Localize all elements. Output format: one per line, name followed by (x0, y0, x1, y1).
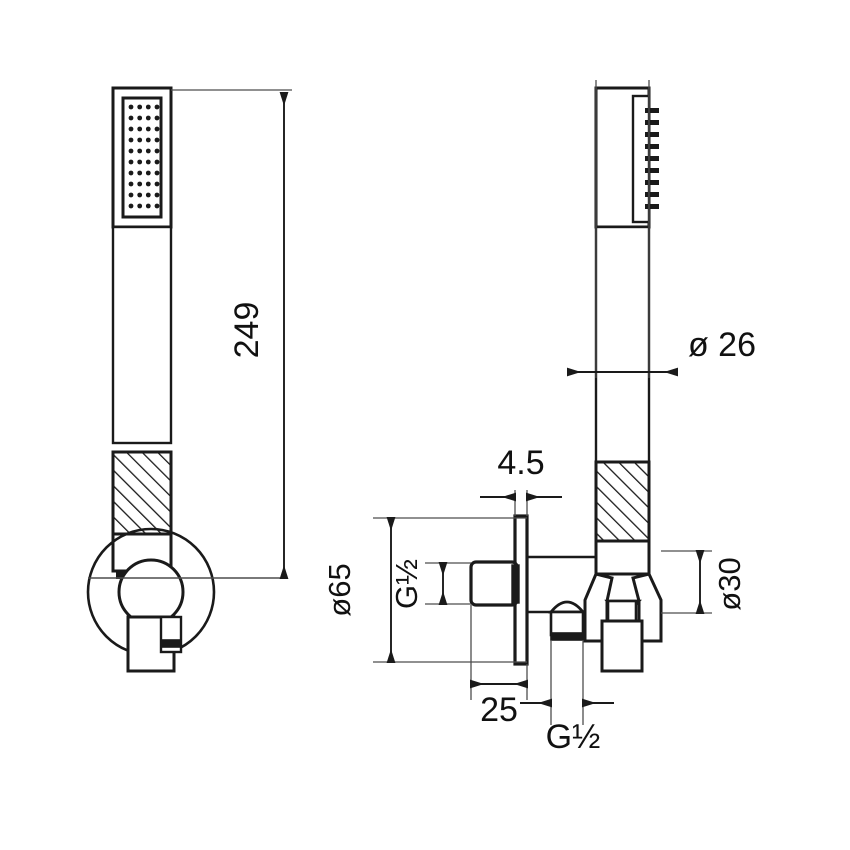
side-view-group: ø 26 4.5 ø65 G½ 25 (322, 80, 756, 756)
dimension-label-escutcheon-diameter: ø65 (322, 563, 357, 616)
handshower-side-outline (594, 86, 651, 464)
dimension-label-inlet-thread: G½ (389, 559, 424, 609)
wall-bracket-front (86, 527, 216, 673)
spray-face-front (121, 96, 163, 219)
nozzle-dot-grid (128, 104, 160, 209)
dimension-label-plate-thickness: 4.5 (497, 444, 544, 482)
dimension-label-head-diameter: ø 26 (688, 326, 756, 364)
grip-hatched-side (594, 460, 651, 576)
lower-outlet-dome-side (548, 600, 586, 641)
dimension-label-holder-diameter: ø30 (712, 557, 747, 610)
dimension-label-overall-length: 249 (228, 302, 266, 359)
grip-hatched-front (111, 450, 173, 536)
nozzle-pips-side (645, 108, 659, 209)
dimension-label-outlet-thread: G½ (546, 718, 601, 756)
outlet-nub-side (600, 599, 644, 673)
dimension-label-body-projection: 25 (480, 691, 518, 729)
front-view-group: 249 (86, 86, 292, 673)
valve-handle-side (469, 560, 520, 607)
